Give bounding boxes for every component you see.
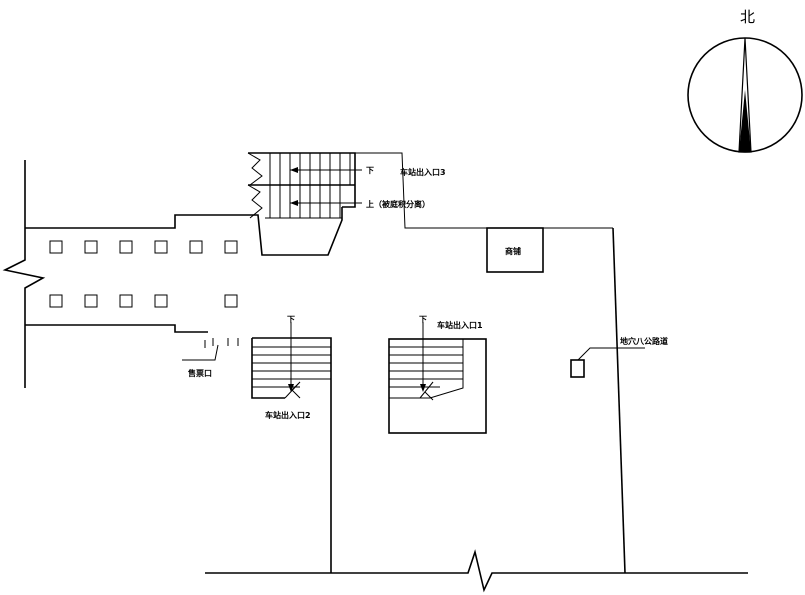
left-boundary-wall bbox=[2, 160, 46, 388]
stair-down-label-3: 下 bbox=[366, 166, 374, 175]
shop-label: 商铺 bbox=[505, 246, 521, 256]
entrance-1-label: 车站出入口1 bbox=[437, 320, 483, 330]
entrance-3-label: 车站出入口3 bbox=[400, 167, 446, 177]
south-boundary bbox=[205, 549, 748, 593]
entrance-3-stairs: 下 上（被庭积分离） 车站出入口3 bbox=[247, 152, 613, 229]
column-grid bbox=[49, 240, 238, 308]
bus-stop: 地穴八公路道 bbox=[570, 336, 668, 378]
entrance-2-stairs: 下 车站出入口2 bbox=[251, 315, 332, 573]
north-compass: 北 bbox=[687, 8, 803, 153]
entrance-1-stairs: 下 车站出入口1 bbox=[388, 315, 487, 434]
ticket-office-label: 售票口 bbox=[187, 368, 212, 378]
west-corridor bbox=[25, 207, 343, 333]
north-label: 北 bbox=[740, 8, 755, 26]
stair-up-label-3: 上（被庭积分离） bbox=[366, 199, 430, 209]
bus-stop-label: 地穴八公路道 bbox=[620, 336, 668, 346]
stair-down-label-1: 下 bbox=[419, 315, 427, 324]
shop: 商铺 bbox=[486, 227, 544, 273]
ticket-office: 售票口 bbox=[182, 338, 239, 378]
stair-down-label-2: 下 bbox=[287, 315, 295, 324]
east-wall bbox=[612, 227, 626, 574]
entrance-2-label: 车站出入口2 bbox=[265, 410, 311, 420]
